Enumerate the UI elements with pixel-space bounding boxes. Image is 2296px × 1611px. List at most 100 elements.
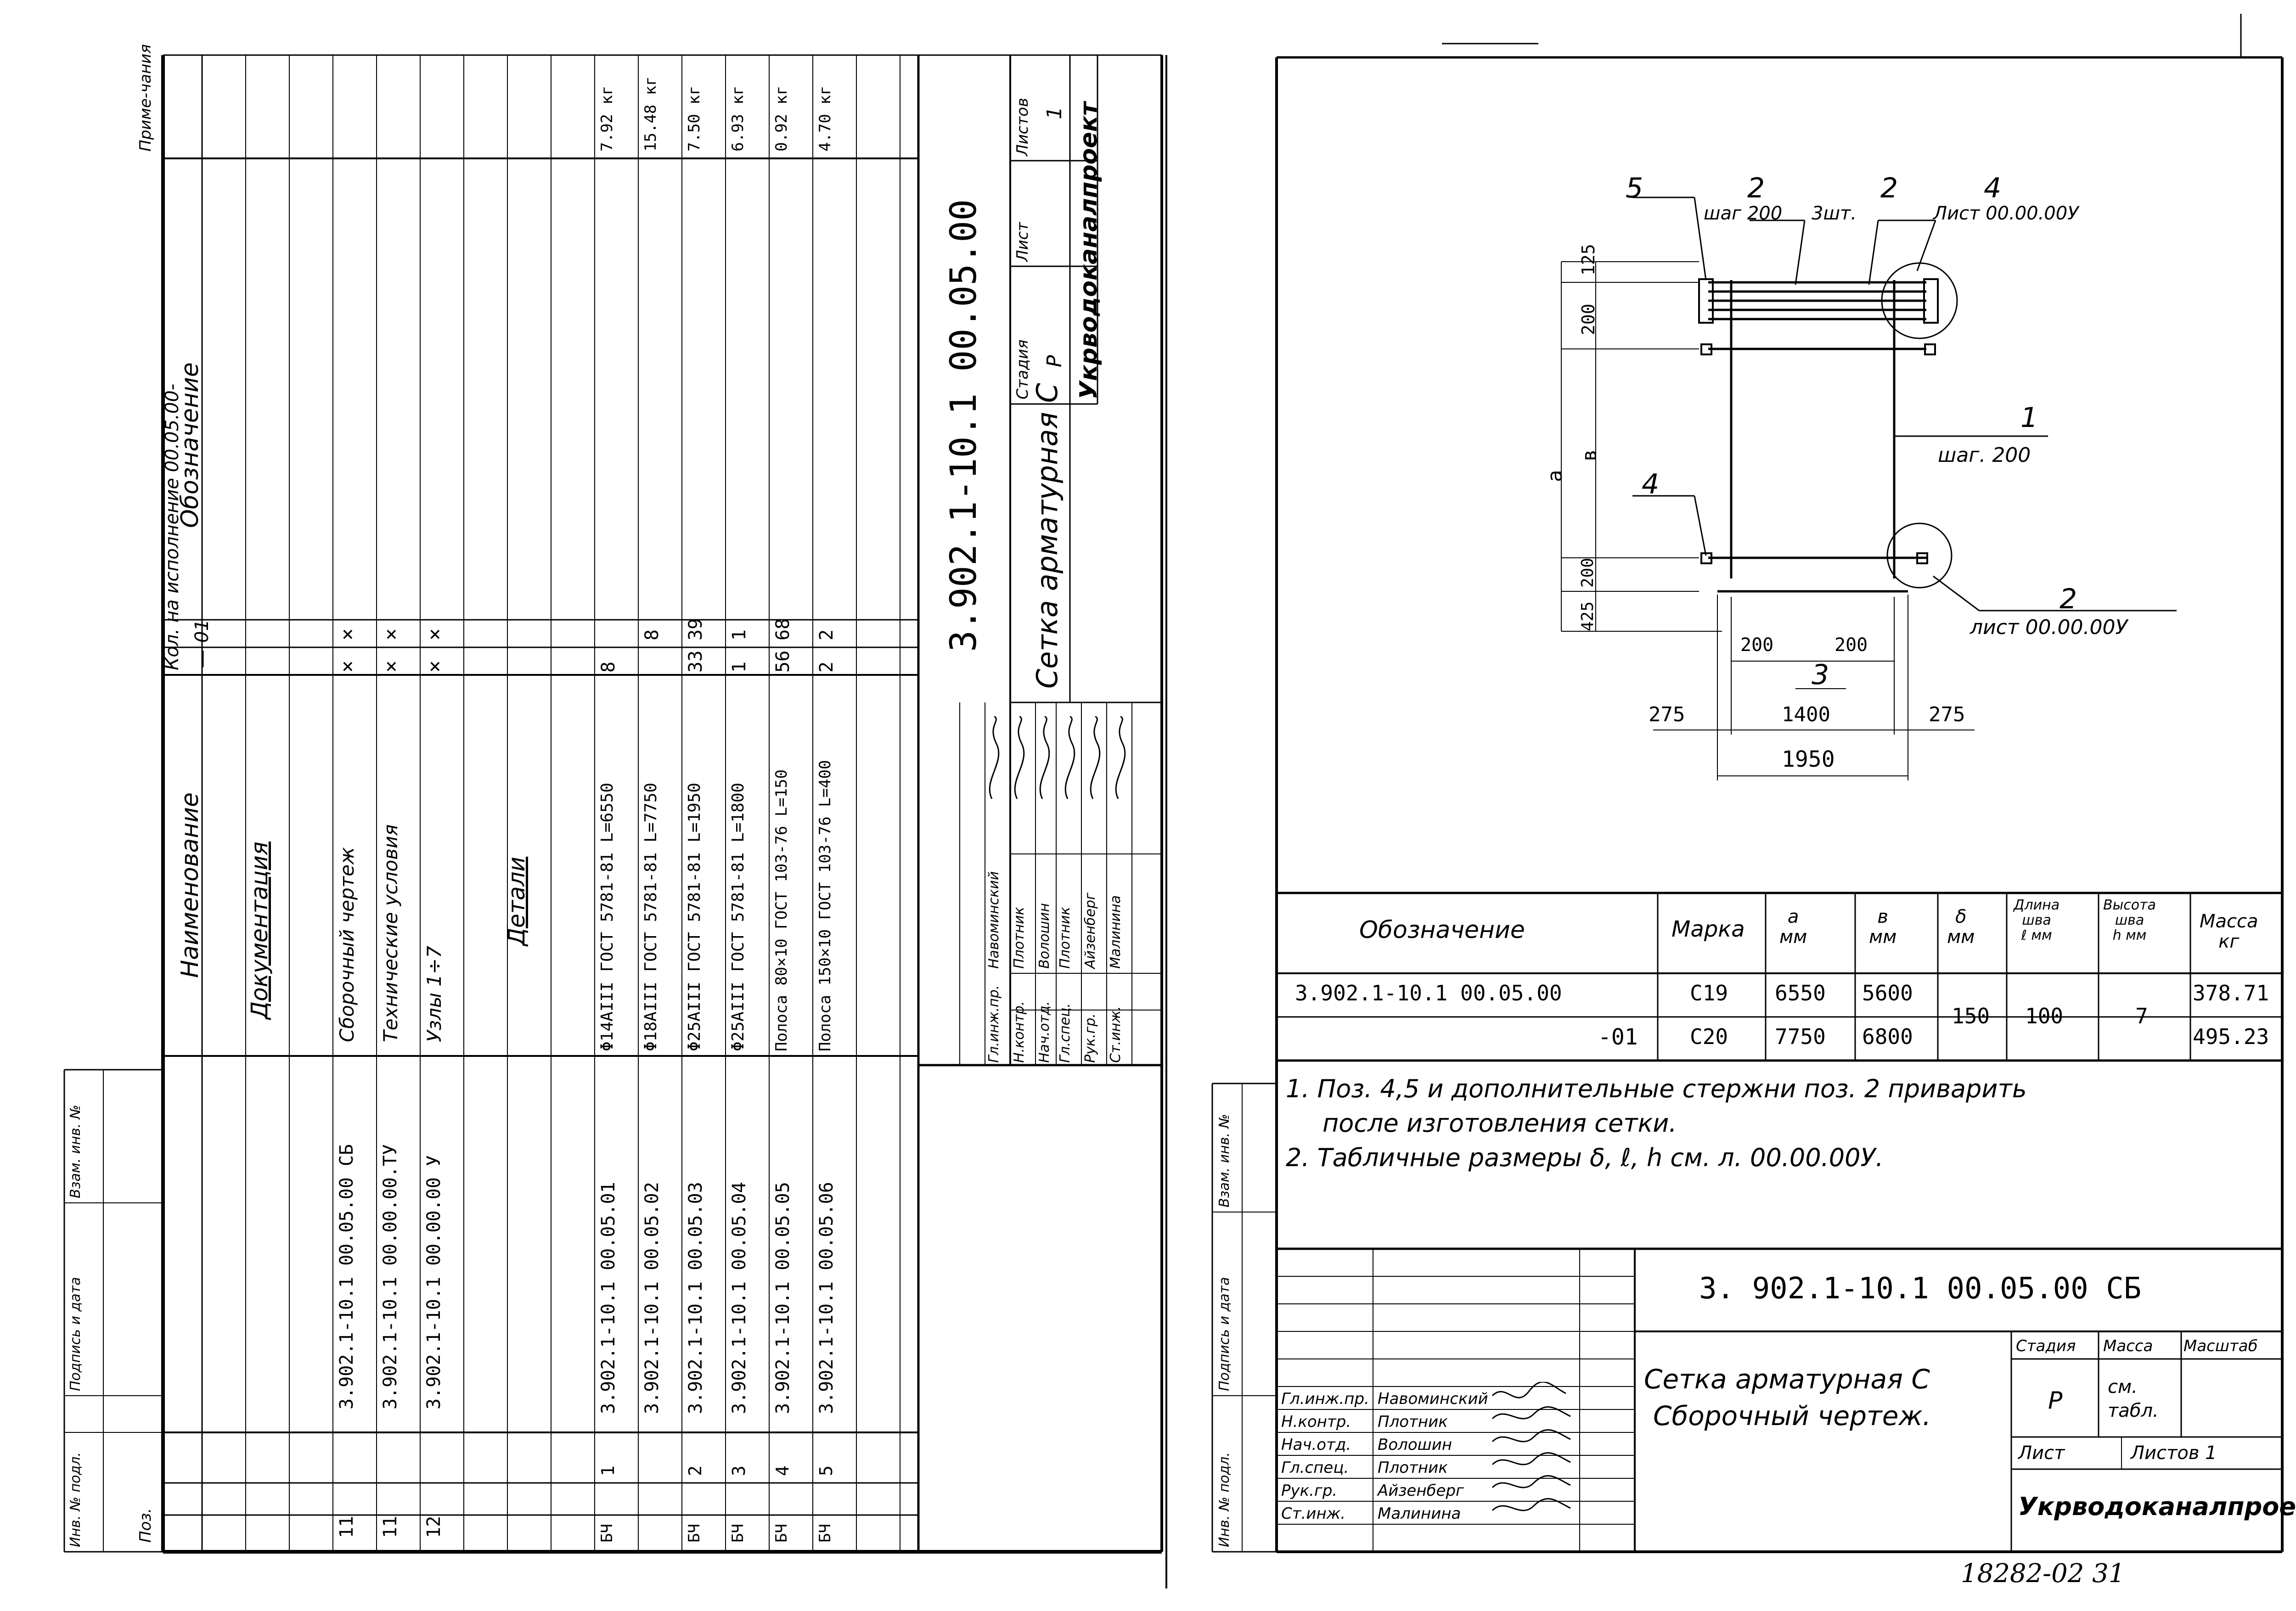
spec-stamp-name: Плотник <box>1011 907 1027 969</box>
note-line: 2. Табличные размеры δ, ℓ, h см. л. 00.0… <box>1286 1143 1884 1172</box>
spec-part-fmt: БЧ <box>772 1524 791 1543</box>
spec-part-poz: 1 <box>598 1465 618 1476</box>
spec-stamp-stadia-label: Стадия <box>1013 339 1032 399</box>
spec-part-note: 4.70 кг <box>816 85 834 152</box>
spec-doc-designation: 3.902.1-10.1 00.00.00.ТУ <box>380 1144 401 1409</box>
table-header-a: а мм <box>1779 906 1807 948</box>
margin-podpis-data: Подпись и дата <box>68 1277 84 1392</box>
spec-part-q1: 1 <box>729 661 750 673</box>
spec-part-name: Полоса 150×10 ГОСТ 103-76 L=400 <box>816 760 834 1051</box>
note-line: после изготовления сетки. <box>1322 1109 1677 1138</box>
spec-qty-dash: — <box>191 650 213 668</box>
margin-vzam-inv: Взам. инв. № <box>1216 1114 1232 1207</box>
spec-section-docs: Документация <box>246 842 273 1019</box>
spec-stamp-code: 3.902.1-10.1 00.05.00 <box>943 199 985 652</box>
title-role: Нач.отд. <box>1281 1436 1351 1454</box>
title-person: Волошин <box>1378 1436 1452 1454</box>
spec-stamp-org: Укрводоканалпроект <box>1075 101 1103 399</box>
table-header-mass: Масса кг <box>2200 911 2258 952</box>
spec-stamp-listov-label: Листов <box>1013 97 1032 156</box>
spec-part-fmt: БЧ <box>598 1524 616 1543</box>
poz-label: 4 <box>1642 468 1660 500</box>
table-row-delta: 150 <box>1952 1004 1990 1028</box>
spec-part-q2: 1 <box>729 629 750 640</box>
spec-doc-name: Сборочный чертеж <box>336 847 358 1042</box>
spec-part-fmt: БЧ <box>816 1524 834 1543</box>
table-row-mass: 378.71 <box>2193 981 2269 1005</box>
title-person: Малинина <box>1378 1504 1461 1523</box>
table-header-height: Высота шва h мм <box>2103 897 2156 943</box>
spec-doc-designation: 3.902.1-10.1 00.00.00 У <box>423 1155 445 1409</box>
spec-part-poz: 5 <box>816 1465 836 1476</box>
title-code: 3. 902.1-10.1 00.05.00 СБ <box>1699 1272 2142 1306</box>
spec-doc-q1: × <box>336 660 359 673</box>
dim-125: 125 <box>1578 244 1598 275</box>
spec-part-name: Полоса 80×10 ГОСТ 103-76 L=150 <box>772 769 791 1051</box>
margin-podpis-data: Подпись и дата <box>1216 1277 1232 1392</box>
spec-part-q2: 2 <box>816 629 837 640</box>
label-list-ref-top: Лист 00.00.00У <box>1933 203 2079 224</box>
spec-doc-q1: × <box>423 660 446 673</box>
spec-part-q1: 33 <box>685 650 706 673</box>
table-row-mark: С19 <box>1690 981 1728 1005</box>
title-name-line2: Сборочный чертеж. <box>1653 1400 1931 1431</box>
spec-doc-q2: × <box>379 628 403 641</box>
signature-marks <box>1491 1382 1571 1511</box>
spec-stamp-role: Гл.инж.пр. <box>986 985 1002 1063</box>
label-shag-top: шаг 200 <box>1704 203 1783 224</box>
spec-stamp-name: Плотник <box>1057 907 1073 969</box>
spec-part-fmt: БЧ <box>729 1524 747 1543</box>
spec-stamp-name: Малинина <box>1108 895 1124 969</box>
spec-part-note: 0.92 кг <box>772 85 791 152</box>
title-role: Рук.гр. <box>1281 1482 1338 1500</box>
spec-qty-01: 01 <box>191 619 213 643</box>
spec-part-name: Φ25АIII ГОСТ 5781-81 L=1950 <box>685 782 704 1051</box>
spec-header-qty: Кол. на исполнение 00.05.00- <box>162 383 183 670</box>
title-stadia: Р <box>2048 1387 2063 1415</box>
table-row-designation: 3.902.1-10.1 00.05.00 <box>1295 981 1562 1005</box>
title-person: Навоминский <box>1378 1390 1488 1408</box>
spec-stamp-name: Волошин <box>1036 903 1052 969</box>
title-org: Укрводоканалпроект <box>2018 1492 2296 1521</box>
spec-part-q2: 39 <box>685 618 706 640</box>
label-3sht: 3шт. <box>1812 203 1857 224</box>
spec-doc-q2: × <box>336 628 359 641</box>
spec-stamp-title: Сетка арматурная С <box>1030 383 1064 689</box>
label-list-ref-bottom: лист 00.00.00У <box>1970 616 2128 639</box>
spec-header-notes: Приме-чания <box>136 44 155 152</box>
title-listov-label: Листов 1 <box>2131 1443 2217 1464</box>
spec-stamp-name: Навоминский <box>986 871 1002 969</box>
spec-part-poz: 3 <box>729 1465 749 1476</box>
note-line: 1. Поз. 4,5 и дополнительные стержни поз… <box>1286 1074 2027 1103</box>
spec-part-note: 15.48 кг <box>642 76 660 152</box>
spec-header-name: Наименование <box>176 792 204 978</box>
poz-label: 2 <box>1747 172 1765 204</box>
title-role: Н.контр. <box>1281 1413 1351 1431</box>
spec-part-q1: 8 <box>598 661 619 673</box>
poz-label: 2 <box>1880 172 1898 204</box>
table-row-length: 100 <box>2025 1004 2064 1028</box>
title-role: Ст.инж. <box>1281 1504 1346 1523</box>
spec-stamp-role: Ст.инж. <box>1108 1006 1124 1063</box>
dim-275-left: 275 <box>1649 703 1685 726</box>
spec-part-note: 7.92 кг <box>598 85 616 152</box>
table-header-mark: Марка <box>1671 916 1745 942</box>
poz-label: 3 <box>1812 659 1829 691</box>
dim-1400: 1400 <box>1782 703 1830 726</box>
table-row-designation: -01 <box>1598 1024 1638 1050</box>
spec-part-name: Φ25АIII ГОСТ 5781-81 L=1800 <box>729 782 748 1051</box>
title-list-label: Лист <box>2018 1443 2065 1464</box>
spec-stamp-list-label: Лист <box>1013 222 1032 262</box>
table-header-b: в мм <box>1869 906 1897 948</box>
spec-section-parts: Детали <box>503 856 530 946</box>
spec-part-q1: 56 <box>772 650 793 673</box>
dim-b: в <box>1578 449 1601 462</box>
title-role: Гл.инж.пр. <box>1281 1390 1369 1408</box>
footer-number: 18282-02 31 <box>1961 1559 2125 1589</box>
spec-stamp-name: Айзенберг <box>1082 893 1098 969</box>
table-row-a: 7750 <box>1775 1024 1826 1049</box>
spec-doc-name: Узлы 1÷7 <box>423 946 445 1042</box>
spec-part-note: 7.50 кг <box>685 85 703 152</box>
table-row-a: 6550 <box>1775 981 1826 1005</box>
